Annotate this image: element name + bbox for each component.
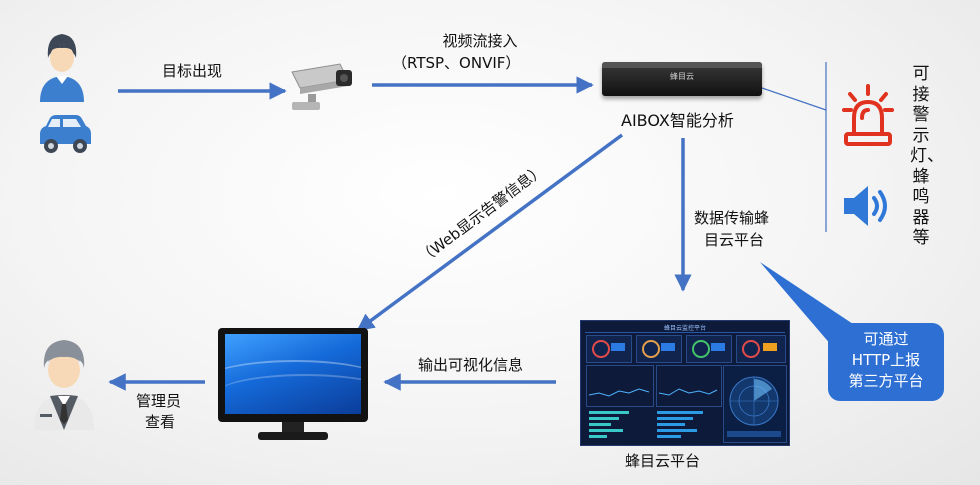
manager-icon [34, 340, 94, 430]
aibox-device-icon: 蜂目云 [602, 62, 762, 96]
dashboard-line-chart [588, 388, 650, 397]
dashboard-title: 蜂目云监控平台 [663, 325, 706, 332]
label-stream-line1: 视频流接入 [442, 32, 518, 50]
label-stream-line2: （RTSP、ONVIF） [392, 54, 521, 72]
alarm-link-line [761, 87, 827, 111]
person-icon [40, 34, 84, 102]
monitor-neck [282, 422, 304, 434]
label-admin-line1: 管理员 [136, 392, 182, 410]
arrow-aibox-to-monitor [356, 133, 624, 332]
label-admin-line2: 查看 [145, 413, 176, 431]
label-alarm-vertical: 可接警示灯、蜂鸣器等 [910, 64, 944, 248]
camera-icon [291, 63, 352, 110]
dashboard-line-chart-2 [658, 388, 718, 396]
http-callout: 可通过 HTTP上报 第三方平台 [828, 323, 944, 401]
monitor-base [258, 432, 328, 440]
label-target-appears: 目标出现 [162, 62, 223, 80]
label-output-visual: 输出可视化信息 [418, 356, 524, 374]
callout-line3: 第三方平台 [848, 372, 924, 390]
callout-line2: HTTP上报 [851, 351, 921, 369]
label-aibox: AIBOX智能分析 [621, 111, 734, 130]
label-platform: 蜂目云平台 [625, 452, 701, 470]
dashboard-screenshot: 蜂目云监控平台 [580, 320, 790, 446]
label-transfer-line2: 目云平台 [704, 231, 765, 249]
monitor-icon [218, 328, 368, 422]
device-brand-text: 蜂目云 [670, 72, 694, 81]
label-transfer-line1: 数据传输蜂 [694, 209, 770, 227]
alarm-light-icon [842, 84, 894, 146]
callout-line1: 可通过 [863, 330, 909, 348]
car-icon [40, 115, 91, 153]
dashboard-radar [729, 376, 779, 426]
speaker-icon [844, 186, 887, 226]
monitor-screen [225, 334, 361, 414]
